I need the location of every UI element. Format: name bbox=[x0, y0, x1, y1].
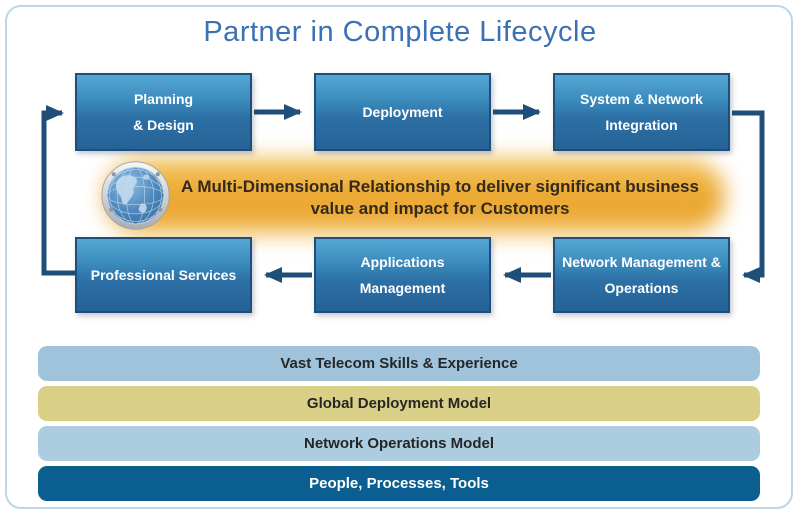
box-applications-management: Applications Management bbox=[314, 237, 491, 313]
page-title: Partner in Complete Lifecycle bbox=[203, 16, 597, 48]
banner-text: A Multi-Dimensional Relationship to deli… bbox=[181, 177, 699, 218]
box-system-network-integration: System & Network Integration bbox=[553, 73, 730, 151]
slide-border-frame bbox=[5, 5, 793, 509]
globe-icon bbox=[101, 161, 170, 230]
box-deployment: Deployment bbox=[314, 73, 491, 151]
box-planning-design: Planning & Design bbox=[75, 73, 252, 151]
foundation-bar-global-deployment: Global Deployment Model bbox=[38, 386, 760, 421]
foundation-bar-network-operations: Network Operations Model bbox=[38, 426, 760, 461]
foundation-bar-telecom-skills: Vast Telecom Skills & Experience bbox=[38, 346, 760, 381]
banner-glow bbox=[105, 158, 725, 234]
foundation-bar-people-processes-tools: People, Processes, Tools bbox=[38, 466, 760, 501]
box-professional-services: Professional Services bbox=[75, 237, 252, 313]
box-network-management-operations: Network Management & Operations bbox=[553, 237, 730, 313]
